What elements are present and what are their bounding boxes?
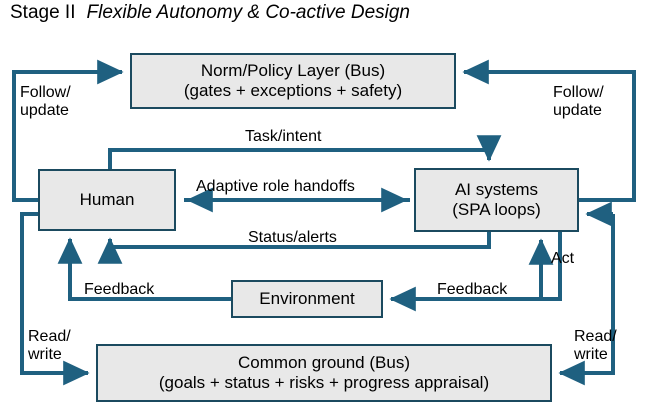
node-environment[interactable]: Environment	[231, 280, 383, 318]
node-norm-policy-layer[interactable]: Norm/Policy Layer (Bus) (gates + excepti…	[130, 53, 456, 109]
edge-feedback-left	[57, 237, 231, 301]
edge-task-intent	[108, 135, 502, 169]
edge-common-to-ai-riser	[558, 214, 615, 386]
edge-label-task-intent: Task/intent	[245, 128, 322, 145]
node-ai-line2: (SPA loops)	[452, 200, 541, 219]
node-norm-line2: (gates + exceptions + safety)	[183, 81, 403, 100]
node-human-line1: Human	[79, 190, 135, 210]
node-norm-line1: Norm/Policy Layer (Bus)	[200, 61, 386, 81]
edge-label-adaptive-role-handoffs: Adaptive role handoffs	[196, 178, 355, 195]
follow-update-right-line1: Follow/	[553, 84, 604, 101]
node-env-line1: Environment	[259, 289, 355, 309]
edge-label-feedback-right: Feedback	[437, 281, 508, 298]
read-write-right-line1: Read/	[574, 328, 617, 345]
edge-label-read-write-left: Read/ write	[28, 328, 71, 364]
node-human[interactable]: Human	[38, 169, 176, 231]
edge-status-alerts	[97, 232, 491, 264]
edge-label-feedback-left: Feedback	[84, 281, 155, 298]
edge-human-to-common	[20, 212, 90, 386]
read-write-left-line1: Read/	[28, 328, 71, 345]
page-title: Stage II Flexible Autonomy & Co-active De…	[10, 2, 410, 24]
follow-update-left-line1: Follow/	[20, 84, 71, 101]
node-common-ground[interactable]: Common ground (Bus) (goals + status + ri…	[96, 344, 552, 402]
node-common-line1: Common ground (Bus)	[238, 353, 410, 373]
edge-feedback-right	[389, 232, 562, 312]
edge-label-follow-update-left: Follow/ update	[20, 84, 71, 120]
read-write-left-line2: write	[28, 345, 62, 363]
node-ai-systems[interactable]: AI systems (SPA loops)	[414, 168, 579, 232]
node-common-line2: (goals + status + risks + progress appra…	[158, 373, 490, 392]
title-stage: Stage II	[10, 2, 76, 23]
edge-label-act: Act	[551, 250, 575, 267]
follow-update-right-line2: update	[553, 101, 602, 119]
edge-label-status-alerts: Status/alerts	[248, 229, 337, 246]
edge-ai-to-norm	[462, 59, 636, 202]
read-write-right-line2: write	[574, 345, 608, 363]
edge-human-to-norm	[12, 59, 124, 202]
node-ai-line1: AI systems	[454, 180, 539, 200]
title-subtitle: Flexible Autonomy & Co-active Design	[86, 2, 411, 23]
edge-label-follow-update-right: Follow/ update	[553, 84, 604, 120]
follow-update-left-line2: update	[20, 101, 69, 119]
edge-label-read-write-right: Read/ write	[574, 328, 617, 364]
